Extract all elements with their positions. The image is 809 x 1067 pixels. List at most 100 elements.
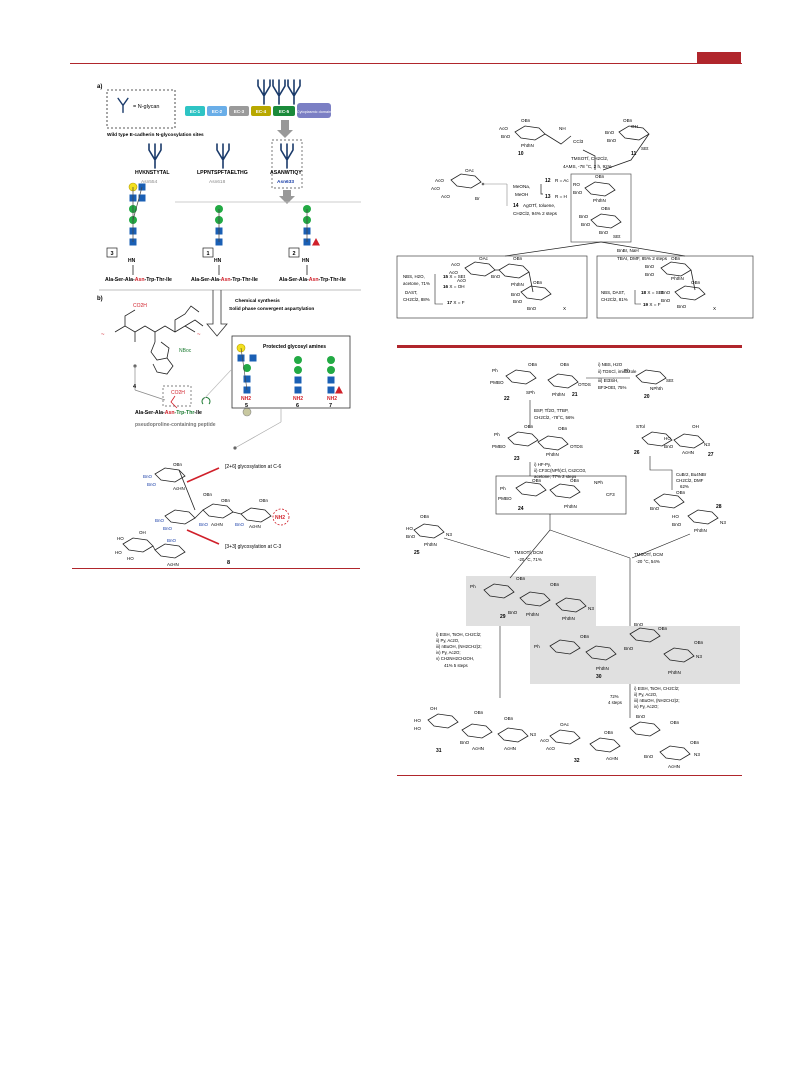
svg-text:BnO: BnO	[645, 264, 655, 269]
svg-text:-20 °C, 71%: -20 °C, 71%	[518, 557, 542, 562]
svg-text:41% 5 steps: 41% 5 steps	[444, 663, 468, 668]
svg-text:acetone; 77% 2 steps: acetone; 77% 2 steps	[534, 474, 577, 479]
svg-text:OBn: OBn	[560, 362, 570, 367]
svg-text:13: 13	[545, 194, 551, 200]
gray-arrow-ec5	[277, 120, 293, 138]
svg-text:BnO: BnO	[607, 138, 617, 143]
svg-text:acetone, 71%: acetone, 71%	[403, 281, 430, 286]
svg-text:OBn: OBn	[528, 362, 538, 367]
svg-text:DAST,: DAST,	[405, 290, 417, 295]
svg-text:BnO: BnO	[677, 304, 687, 309]
red-line-c6	[186, 467, 220, 483]
svg-text:7: 7	[329, 403, 332, 409]
svg-text:HO: HO	[672, 514, 679, 519]
svg-text:PhthN: PhthN	[546, 452, 559, 457]
svg-text:32: 32	[574, 758, 580, 764]
svg-text:EC-5: EC-5	[279, 109, 290, 114]
svg-text:HO: HO	[115, 550, 122, 555]
svg-text:29: 29	[500, 614, 506, 620]
svg-text:21: 21	[572, 392, 578, 398]
svg-text:OH: OH	[430, 706, 437, 711]
svg-text:-20 °C, 54%: -20 °C, 54%	[636, 559, 660, 564]
svg-text:Ala-Ser-Ala-Asn-Trp-Thr-Ile: Ala-Ser-Ala-Asn-Trp-Thr-Ile	[279, 277, 346, 283]
pseudoproline-ring	[201, 396, 211, 405]
svg-text:30: 30	[596, 674, 602, 680]
site-asn554	[148, 143, 162, 169]
svg-text:OBn: OBn	[690, 740, 700, 745]
svg-text:ii) TDSCl, imidazole: ii) TDSCl, imidazole	[598, 369, 637, 374]
svg-text:X: X	[713, 306, 716, 311]
svg-text:2: 2	[292, 251, 295, 257]
peptide-4-structure	[114, 305, 204, 375]
svg-text:OBn: OBn	[474, 710, 484, 715]
svg-text:24: 24	[518, 506, 524, 512]
svg-text:4: 4	[133, 384, 137, 390]
svg-text:N3: N3	[530, 732, 536, 737]
svg-text:EC-2: EC-2	[212, 109, 223, 114]
red-line-c3	[186, 529, 220, 545]
svg-text:RO: RO	[573, 182, 580, 187]
svg-text:OAc: OAc	[560, 722, 570, 727]
svg-text:NH: NH	[559, 126, 566, 131]
svg-text:BnO: BnO	[645, 272, 655, 277]
svg-text:Asn618: Asn618	[209, 179, 226, 185]
svg-text:AcHN: AcHN	[682, 450, 694, 455]
svg-text:PhthN: PhthN	[511, 282, 524, 287]
gray-arrow-site	[279, 190, 295, 204]
glycan-target-1	[215, 205, 223, 246]
svg-text:PhthN: PhthN	[552, 392, 565, 397]
svg-text:OBn: OBn	[604, 730, 614, 735]
left-figure: a) = N-glycan Wild type E-cadherin N-gly…	[97, 79, 361, 567]
svg-text:TMSOTf, CH2Cl2,: TMSOTf, CH2Cl2,	[571, 156, 608, 161]
svg-text:EC-3: EC-3	[234, 109, 245, 114]
svg-text:AcO: AcO	[546, 746, 555, 751]
svg-text:OH: OH	[139, 530, 146, 535]
svg-text:BnO: BnO	[406, 534, 416, 539]
svg-text:27: 27	[708, 452, 714, 458]
svg-text:TBAI, DMF, 85% 2 steps: TBAI, DMF, 85% 2 steps	[617, 256, 668, 261]
svg-text:i) EtSH, TsOH, CH2Cl2;: i) EtSH, TsOH, CH2Cl2;	[634, 686, 679, 691]
nh2-circle	[272, 508, 290, 526]
svg-text:N3: N3	[704, 442, 710, 447]
svg-text:PMBO: PMBO	[498, 496, 512, 501]
panel-a-caption: Wild type E-cadherin N-glycosylation sit…	[107, 132, 204, 138]
svg-text:PhthN: PhthN	[694, 528, 707, 533]
amine-7-glycan	[327, 356, 343, 394]
svg-text:BF3•OEt, 75%: BF3•OEt, 75%	[598, 385, 626, 390]
svg-text:EC-1: EC-1	[190, 109, 201, 114]
svg-text:OBn: OBn	[513, 256, 523, 261]
compound-8-structure	[122, 467, 272, 559]
svg-text:BnO: BnO	[579, 214, 589, 219]
svg-text:Ph: Ph	[494, 432, 500, 437]
svg-text:HO: HO	[414, 718, 421, 723]
box-24	[495, 475, 627, 515]
panel-a-label: a)	[97, 84, 102, 90]
asn-box	[162, 385, 192, 407]
domain-glycan-ec4	[257, 79, 271, 105]
domain-glycan-ec5a	[272, 79, 286, 105]
svg-text:Asn633: Asn633	[277, 179, 294, 185]
svg-text:Ph: Ph	[500, 486, 506, 491]
scheme-bottom-rings	[413, 369, 719, 761]
svg-text:28: 28	[716, 504, 722, 510]
svg-text:Ph: Ph	[624, 368, 630, 373]
svg-text:26: 26	[634, 450, 640, 456]
domain-cytoplasmic	[297, 103, 331, 118]
svg-text:BnO: BnO	[501, 134, 511, 139]
svg-text:AcO: AcO	[431, 186, 440, 191]
svg-text:NH2: NH2	[275, 515, 285, 521]
box-30	[530, 626, 740, 684]
svg-text:MeOH: MeOH	[515, 192, 528, 197]
svg-text:BnO: BnO	[624, 646, 634, 651]
glycan-target-3	[128, 182, 146, 246]
svg-text:BSP, Tf2O, TTBP,: BSP, Tf2O, TTBP,	[534, 408, 569, 413]
svg-text:Cytoplasmic domain: Cytoplasmic domain	[297, 110, 331, 114]
svg-text:ii) Py, Ac2O,: ii) Py, Ac2O,	[634, 692, 657, 697]
svg-text:20: 20	[644, 394, 650, 400]
svg-text:R = H: R = H	[555, 194, 567, 199]
svg-text:OBn: OBn	[524, 424, 534, 429]
box-18-19	[596, 255, 754, 319]
panel-b-label: b)	[97, 296, 103, 302]
svg-text:iii) nBuOH, (NH2CH2)2;: iii) nBuOH, (NH2CH2)2;	[634, 698, 680, 703]
svg-text:Solid phase convergent asparty: Solid phase convergent aspartylation	[229, 306, 314, 312]
